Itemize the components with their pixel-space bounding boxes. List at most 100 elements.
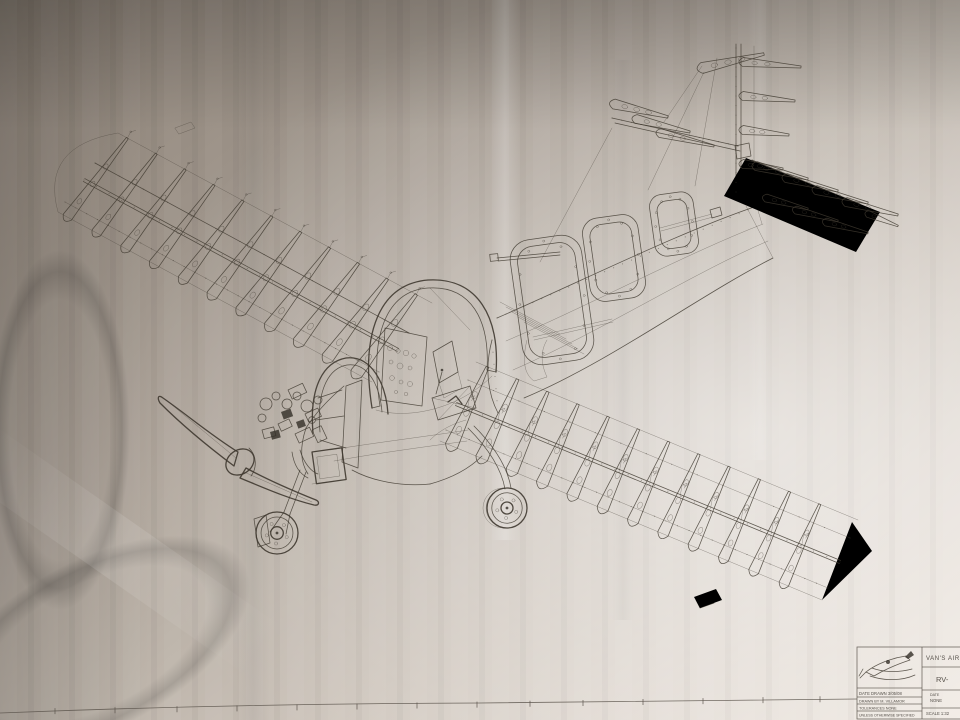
seat-pan xyxy=(438,371,463,399)
frame-rivet-hole xyxy=(594,278,597,282)
stabilizer-tip-rib xyxy=(609,98,669,119)
stringer-construction-line xyxy=(492,207,757,300)
rib-lightening-hole xyxy=(653,466,659,474)
longeron-rivet xyxy=(505,313,507,315)
spar-rivet xyxy=(121,199,123,201)
longeron-rivet xyxy=(613,267,615,269)
title-tolerances: TOLERANCES NONE xyxy=(859,707,897,711)
stringer-rivet xyxy=(172,260,174,262)
border-zone-ticks xyxy=(54,696,821,715)
frame-rivet-hole xyxy=(654,211,658,214)
spar-rivet xyxy=(183,233,186,235)
title-date-drawn: DATE DRAWN 3/05/08 xyxy=(859,691,902,696)
main-spar xyxy=(84,178,400,349)
right-wing-rib xyxy=(566,415,610,502)
engine-assembly xyxy=(257,382,347,485)
spar-rivet xyxy=(693,501,695,503)
rib-lightening-hole xyxy=(761,96,768,101)
rib-lightening-hole xyxy=(576,476,583,484)
spar-rivet xyxy=(735,105,737,107)
bulkhead-rivet xyxy=(491,339,493,341)
elevator-rib xyxy=(762,193,809,211)
rib-lightening-hole xyxy=(160,194,167,201)
aft-cockpit-bulkhead xyxy=(487,339,499,414)
rib-lightening-hole xyxy=(633,107,640,112)
stringer-rivet xyxy=(324,342,326,344)
rib-lightening-hole xyxy=(320,305,327,313)
fin-rib xyxy=(738,125,790,137)
rib-lightening-hole xyxy=(118,196,125,203)
bulkhead-outer-ring xyxy=(582,214,646,302)
fuselage-cockpit-structure xyxy=(301,205,774,486)
phantom-wingtip-outline xyxy=(822,522,872,600)
right-wing-rib xyxy=(627,440,671,527)
spar-rivet xyxy=(826,556,828,558)
rib-lightening-hole xyxy=(524,433,530,442)
tail-empennage-structure xyxy=(539,42,899,263)
right-wing-rib xyxy=(505,390,550,477)
hinge-hole xyxy=(389,271,392,274)
rib-lightening-hole xyxy=(364,353,372,362)
skin-lap-joint xyxy=(333,440,468,462)
spar-rivet xyxy=(696,474,698,476)
rib-lightening-hole xyxy=(831,222,837,227)
instrument-hole xyxy=(403,391,409,397)
flap-spar xyxy=(467,379,851,539)
spar-rivet xyxy=(360,306,362,308)
spar-rivet xyxy=(812,550,815,552)
instrument-hole xyxy=(387,345,393,351)
engine-component xyxy=(287,382,308,400)
rib-lightening-hole xyxy=(105,213,112,220)
airbox-detail xyxy=(311,447,343,485)
bulkhead-outer-ring xyxy=(509,234,595,366)
logo-wing-swoosh xyxy=(869,674,916,680)
stringer-rivet xyxy=(468,439,470,441)
stringer-rivet xyxy=(595,491,598,493)
spar-rivet xyxy=(735,124,737,126)
stringer-rivet xyxy=(302,330,304,332)
spar-rivet xyxy=(735,76,737,78)
engine-component xyxy=(277,418,293,432)
hub-hole xyxy=(495,508,500,513)
stringer-rivet xyxy=(445,429,447,431)
rib-lightening-hole xyxy=(645,110,652,115)
rib-lightening-hole xyxy=(764,62,771,67)
bulkhead-frame-3 xyxy=(649,191,699,257)
pushrod-fitting xyxy=(489,253,499,262)
spar-rivet xyxy=(798,516,800,518)
spar-stiffener-bracket xyxy=(588,445,597,459)
title-block-frame xyxy=(856,646,960,720)
rib-lightening-hole xyxy=(749,128,756,134)
logo-propeller xyxy=(858,668,867,679)
control-stick xyxy=(435,371,443,395)
rib-lightening-hole xyxy=(710,62,718,68)
alignment-leader xyxy=(647,71,705,191)
engine-cylinder xyxy=(300,399,314,413)
rib-lightening-hole xyxy=(748,162,754,168)
left-wing-rib xyxy=(120,168,187,254)
aileron-hinge-bracket xyxy=(184,161,194,170)
rib-lightening-hole xyxy=(76,198,83,205)
elevator-rib xyxy=(781,173,839,193)
right-wing-rib xyxy=(657,453,701,540)
aileron-hinge-bracket xyxy=(213,177,223,186)
spar-rivet xyxy=(839,561,841,563)
aft-fuselage-bulkheads xyxy=(489,191,774,398)
rear-spar xyxy=(94,162,410,334)
frame-rivet-hole xyxy=(518,303,522,306)
rib-lightening-hole xyxy=(349,321,356,329)
rib-lightening-hole xyxy=(763,166,770,171)
stringer-rivet xyxy=(75,207,77,209)
aileron-hinge-bracket xyxy=(416,286,425,295)
rib-lightening-hole xyxy=(622,454,629,462)
rib-lightening-hole xyxy=(758,552,764,559)
engine-accessory xyxy=(295,419,306,429)
propeller-assembly xyxy=(157,395,320,506)
rib-lightening-hole xyxy=(751,60,758,66)
canopy-roll-bar-inner xyxy=(376,287,488,407)
longeron-rivet xyxy=(738,213,740,215)
alignment-leader xyxy=(663,65,703,123)
rib-lightening-hole xyxy=(307,322,314,330)
